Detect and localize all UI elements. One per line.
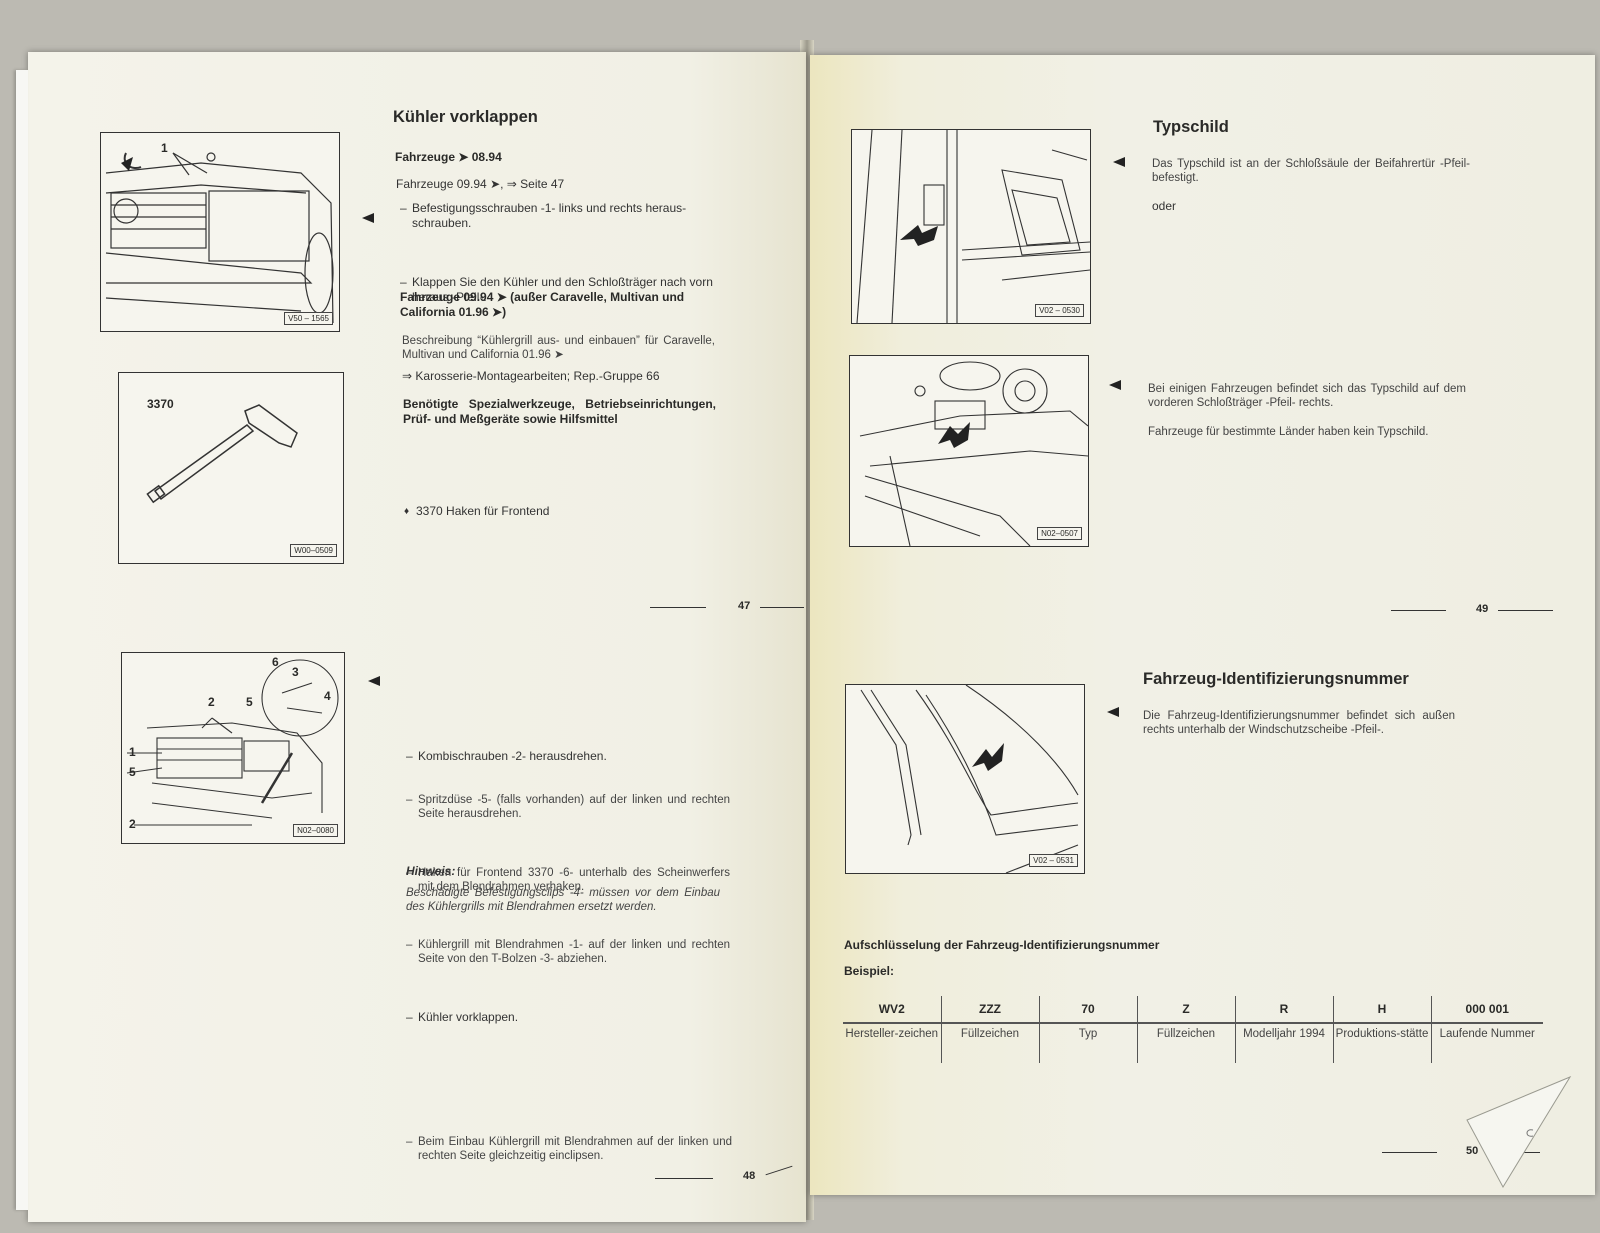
fig3-label-2: 2 — [208, 695, 215, 709]
figure-door-pillar: V02 – 0530 — [851, 129, 1091, 324]
vin-desc: Modelljahr 1994 — [1234, 1023, 1333, 1063]
step-2: Klappen Sie den Kühler und den Schloßträ… — [400, 275, 722, 305]
front-grille-drawing — [105, 152, 334, 324]
folded-corner — [1466, 1075, 1572, 1189]
section-heading-kuehler: Kühler vorklappen — [393, 108, 538, 126]
vin-code: ZZZ — [940, 996, 1039, 1024]
page-number-49: 49 — [1476, 603, 1489, 615]
page-rule — [1498, 610, 1553, 611]
tools-heading: Benötigte Spezialwerkzeuge, Betriebseinr… — [403, 397, 716, 426]
typschild-text-3: Fahrzeuge für bestimmte Länder haben kei… — [1148, 426, 1429, 438]
pointer-arrow-icon — [368, 676, 380, 686]
vin-breakdown-table: WV2 ZZZ 70 Z R H 000 001 Hersteller-zeic… — [843, 996, 1543, 1063]
vin-code: WV2 — [843, 996, 941, 1024]
figure-code: V50 – 1565 — [284, 312, 333, 325]
typschild-text-2: Bei einigen Fahrzeugen befindet sich das… — [1148, 383, 1466, 409]
breakdown-heading: Aufschlüsselung der Fahrzeug-Identifizie… — [844, 938, 1160, 952]
figure-lock-carrier: N02–0507 — [849, 355, 1089, 547]
section-heading-typschild: Typschild — [1153, 118, 1229, 136]
figure-windshield: V02 – 0531 — [845, 684, 1085, 874]
page-number-47: 47 — [738, 600, 751, 612]
vin-code: 000 001 — [1430, 996, 1543, 1024]
fig2-tool-label: 3370 — [147, 397, 174, 411]
figure-code: N02–0507 — [1037, 527, 1082, 540]
figure-code: W00–0509 — [290, 544, 337, 557]
pointer-arrow-icon — [362, 213, 374, 223]
vin-desc: Laufende Nummer — [1430, 1023, 1543, 1063]
page-rule — [655, 1178, 713, 1179]
door-pillar-drawing — [856, 130, 1090, 323]
figure-code: V02 – 0531 — [1029, 854, 1078, 867]
vin-desc: Produktions-stätte — [1332, 1023, 1431, 1063]
pointer-arrow-icon — [1107, 707, 1119, 717]
page-number-50: 50 — [1466, 1145, 1479, 1157]
vin-desc: Füllzeichen — [1136, 1023, 1235, 1063]
description-ref: ⇒ Karosserie-Montagearbeiten; Rep.-Grupp… — [402, 369, 660, 383]
step-vorklappen: Kühler vorklappen. — [406, 1010, 730, 1025]
vin-code: 70 — [1038, 996, 1137, 1024]
hook-tool-drawing — [146, 404, 298, 504]
page-rule — [650, 607, 706, 608]
figure-code: N02–0080 — [293, 824, 338, 837]
fig3-label-3: 3 — [292, 665, 299, 679]
fig3-label-4: 4 — [324, 689, 331, 703]
grille-removal-drawing — [126, 659, 339, 826]
figure-radiator-screws: 1 V50 – 1565 — [100, 132, 340, 332]
step-einclipsen: Beim Einbau Kühlergrill mit Blendrahmen … — [406, 1135, 732, 1163]
pointer-arrow-icon — [1109, 380, 1121, 390]
step-haken: Haken für Frontend 3370 -6- unterhalb de… — [406, 866, 730, 894]
figure-grille-removal: 6 3 4 2 5 1 5 2 N02–0080 — [121, 652, 345, 844]
tool-item: 3370 Haken für Frontend — [404, 504, 726, 519]
step-spritzduese: Spritzdüse -5- (falls vorhanden) auf der… — [406, 793, 730, 821]
fig3-label-6: 6 — [272, 655, 279, 669]
lock-carrier-drawing — [859, 361, 1088, 546]
page-rule — [760, 607, 804, 608]
fig1-label-1: 1 — [161, 141, 168, 155]
figure-tool-3370: 3370 W00–0509 — [118, 372, 344, 564]
vin-desc: Hersteller-zeichen — [845, 1028, 939, 1040]
page-rule — [1391, 610, 1446, 611]
fig3-label-5b: 5 — [129, 765, 136, 779]
page-number-48: 48 — [743, 1170, 756, 1182]
example-label: Beispiel: — [844, 964, 895, 978]
page-rule — [1510, 1152, 1540, 1153]
page-rule — [1382, 1152, 1437, 1153]
pointer-arrow-icon — [1113, 157, 1125, 167]
fig3-label-5: 5 — [246, 695, 253, 709]
figure-code: V02 – 0530 — [1035, 304, 1084, 317]
oder-text: oder — [1152, 199, 1177, 213]
subheading-fahrzeuge-0994: Fahrzeuge 09.94 ➤ (außer Caravelle, Mult… — [400, 290, 685, 319]
vin-desc-row: Hersteller-zeichen Füllzeichen Typ Füllz… — [843, 1023, 1543, 1063]
windshield-drawing — [860, 685, 1079, 873]
section-heading-fin: Fahrzeug-Identifizierungsnummer — [1143, 670, 1409, 688]
step-1: Befestigungsschrauben -1- links und rech… — [400, 201, 722, 231]
step-kombischrauben: Kombischrauben -2- herausdrehen. — [406, 749, 734, 764]
vin-desc: Typ — [1038, 1023, 1137, 1063]
fig3-label-2b: 2 — [129, 817, 136, 831]
vin-code: H — [1332, 996, 1431, 1024]
fig3-label-1: 1 — [129, 745, 136, 759]
subheading-fahrzeuge-0894: Fahrzeuge ➤ 08.94 — [395, 150, 502, 164]
step-kuehlergrill: Kühlergrill mit Blendrahmen -1- auf der … — [406, 938, 730, 966]
hint-heading: Hinweis: — [406, 864, 456, 878]
vin-code: R — [1234, 996, 1333, 1024]
typschild-text: Das Typschild ist an der Schloßsäule der… — [1152, 158, 1470, 184]
hint-text: Beschädigte Befestigungsclips -4- müssen… — [406, 887, 720, 913]
fin-text: Die Fahrzeug-Identifizierungsnummer befi… — [1143, 710, 1455, 736]
page-ref: Fahrzeuge 09.94 ➤, ⇒ Seite 47 — [396, 177, 565, 191]
vin-desc: Füllzeichen — [940, 1023, 1039, 1063]
vin-code-row: WV2 ZZZ 70 Z R H 000 001 — [843, 996, 1543, 1024]
vin-code: Z — [1136, 996, 1235, 1024]
description: Beschreibung “Kühlergrill aus- und einba… — [402, 335, 715, 361]
